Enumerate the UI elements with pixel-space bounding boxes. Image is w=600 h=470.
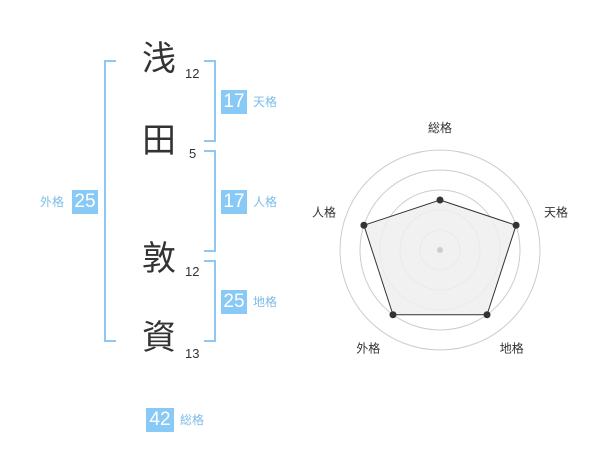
radar-axis-label: 地格	[500, 341, 524, 356]
soukaku-value: 42	[146, 408, 174, 432]
radar-grid-ring	[359, 169, 521, 331]
gaikaku-label: 外格	[40, 195, 65, 209]
radar-grid-ring	[339, 149, 541, 351]
radar-axis-label: 人格	[312, 204, 336, 219]
stroke-count-1: 12	[185, 66, 200, 81]
gaikaku-bracket	[104, 60, 116, 342]
soukaku-label: 総格	[180, 413, 205, 427]
radar-axis-label: 外格	[356, 341, 380, 356]
radar-point-5	[360, 221, 368, 229]
tenkaku-value: 17	[221, 90, 247, 114]
radar-point-3	[483, 311, 491, 319]
tenkaku-label: 天格	[253, 95, 278, 109]
chikaku-label: 地格	[253, 295, 278, 309]
jinkaku-label: 人格	[253, 195, 278, 209]
name-char-4: 資	[142, 318, 176, 358]
stroke-count-2: 5	[189, 146, 197, 161]
jinkaku-bracket	[204, 150, 216, 252]
radar-area	[363, 199, 517, 316]
radar-axis-label: 天格	[544, 204, 568, 219]
name-char-1: 浅	[142, 39, 176, 79]
name-char-2: 田	[142, 121, 176, 161]
radar-point-4	[389, 311, 397, 319]
radar-center-dot	[437, 247, 443, 253]
stroke-count-3: 12	[185, 264, 200, 279]
stroke-count-4: 13	[185, 346, 200, 361]
gaikaku-value: 25	[72, 190, 98, 214]
tenkaku-bracket	[204, 60, 216, 142]
chikaku-value: 25	[221, 290, 247, 314]
radar-point-2	[512, 221, 520, 229]
chikaku-bracket	[204, 260, 216, 342]
name-char-3: 敦	[142, 239, 176, 279]
radar-point-1	[436, 196, 444, 204]
jinkaku-value: 17	[221, 190, 247, 214]
radar-axis-label: 総格	[428, 120, 452, 135]
